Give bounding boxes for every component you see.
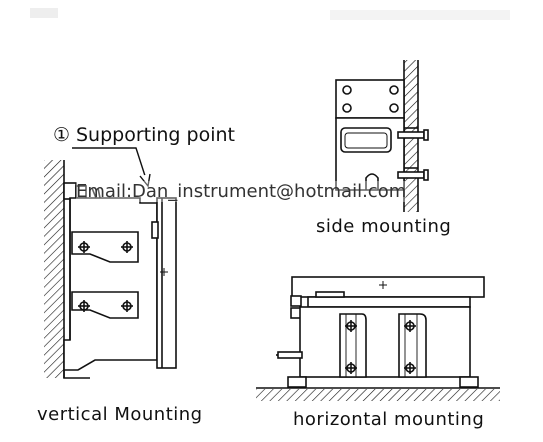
- vertical-mounting-drawing: [44, 147, 177, 379]
- bolt-holes-horizontal: [345, 320, 416, 374]
- supporting-point-label: Supporting point: [76, 124, 235, 146]
- email-watermark: Email:Dan_instrument@hotmail.com: [76, 181, 407, 202]
- top-watermark-noise: [30, 8, 510, 20]
- vertical-mounting-label: vertical Mounting: [37, 404, 203, 425]
- wall-hatch: [44, 160, 64, 378]
- bolt-holes-vertical: [78, 241, 133, 312]
- side-mounting-drawing: [335, 60, 429, 212]
- horizontal-mounting-label: horizontal mounting: [293, 409, 485, 430]
- ground-hatch: [256, 389, 500, 401]
- supporting-point-marker: ①: [53, 124, 71, 146]
- side-mounting-label: side mounting: [316, 216, 452, 237]
- wall-bolts: [397, 127, 429, 181]
- horizontal-mounting-drawing: [256, 276, 500, 401]
